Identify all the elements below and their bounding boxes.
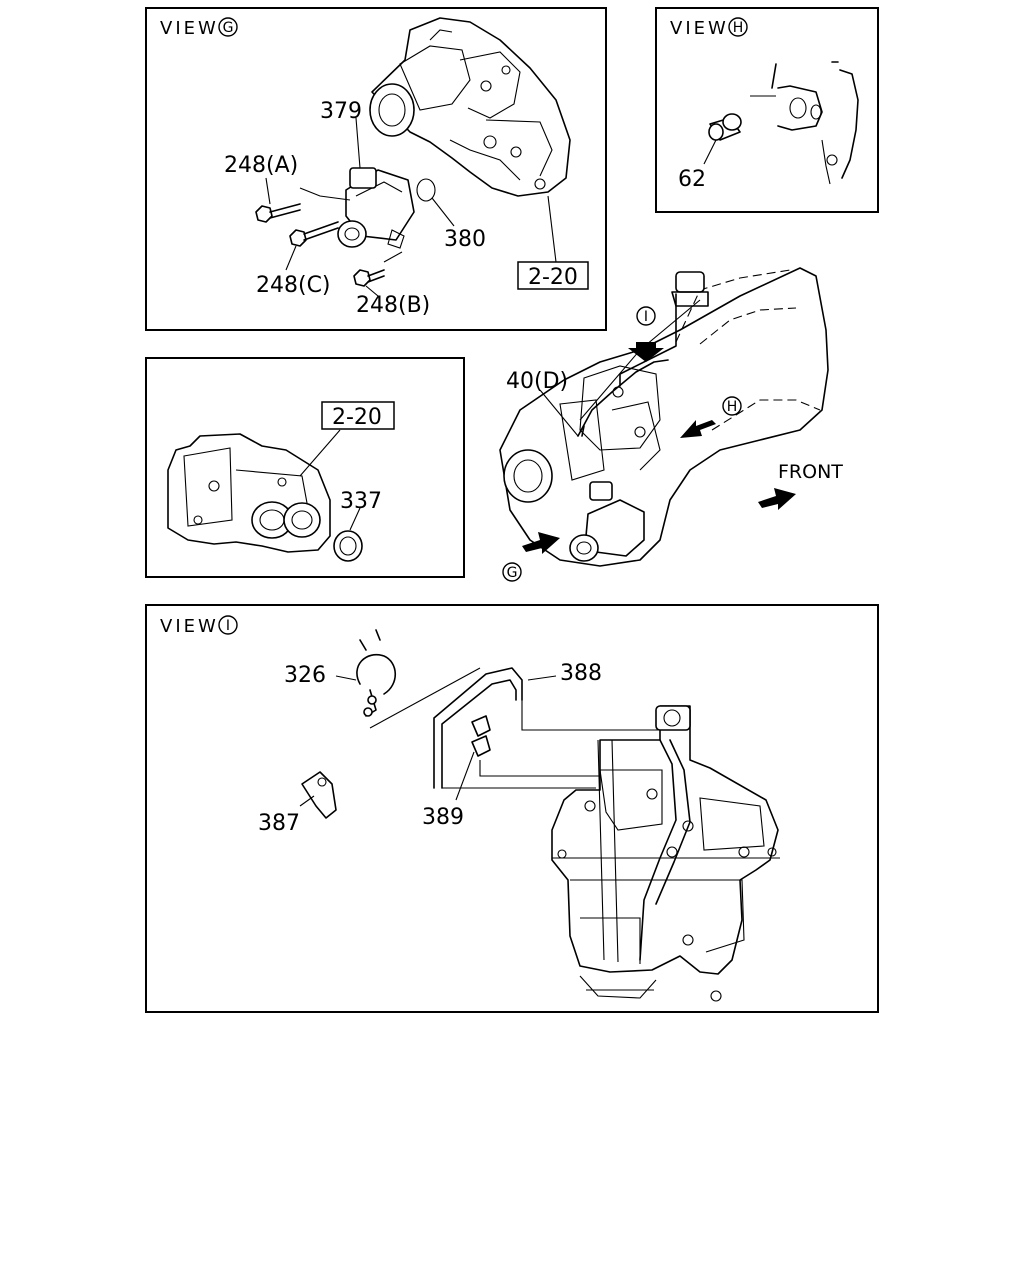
ref-box-detail xyxy=(321,401,395,430)
clamp-326 xyxy=(356,629,397,717)
overview-drawing: I H G 40(D) FRONT xyxy=(499,267,843,582)
label-326: 326 xyxy=(284,663,326,688)
view-h-marker-circle xyxy=(728,17,748,37)
label-379: 379 xyxy=(320,99,362,124)
routing-line-3 xyxy=(479,760,600,777)
leader-248b xyxy=(365,285,379,297)
view-i-title: VIEW xyxy=(160,616,219,637)
leader-248a xyxy=(265,177,271,205)
clip-389 xyxy=(471,715,491,757)
hose-388 xyxy=(433,667,523,789)
view-g-panel: VIEW G xyxy=(145,7,607,331)
leader-40d xyxy=(539,389,579,437)
marker-h-circle xyxy=(722,396,742,416)
label-40d: 40(D) xyxy=(506,369,568,394)
leader-248a-axis xyxy=(299,187,351,201)
detail-panel: 2-20 337 xyxy=(145,357,465,578)
arrow-h xyxy=(680,420,716,438)
leader-248c xyxy=(285,245,297,271)
label-387: 387 xyxy=(258,811,300,836)
breather-cap xyxy=(671,271,709,307)
view-g-title: VIEW xyxy=(160,18,219,39)
leader-379 xyxy=(355,117,361,169)
view-i-marker: I xyxy=(226,618,230,634)
arrow-front xyxy=(758,488,796,510)
actuator-motor xyxy=(337,167,415,249)
transfer-case-rear-view xyxy=(551,705,780,1002)
transfer-case-rear xyxy=(167,433,331,553)
leader-62 xyxy=(703,139,717,165)
marker-g-circle xyxy=(502,562,522,582)
view-i-panel: VIEW I 326 388 389 387 xyxy=(145,604,879,1013)
label-380: 380 xyxy=(444,227,486,252)
o-ring-380 xyxy=(416,178,436,202)
routing-line-2 xyxy=(521,700,660,731)
leader-326 xyxy=(335,675,357,681)
view-i-marker-circle xyxy=(218,615,238,635)
leader-ref-2-20 xyxy=(547,195,557,263)
leader-380 xyxy=(431,197,455,227)
leader-387 xyxy=(299,795,315,807)
arrow-i xyxy=(628,342,664,362)
bracket-387 xyxy=(301,771,337,819)
ref-box-g xyxy=(517,261,589,290)
view-h-title: VIEW xyxy=(670,18,729,39)
bolt-248a xyxy=(255,203,301,223)
marker-g: G xyxy=(507,565,518,581)
transfer-case-housing xyxy=(371,17,571,197)
view-h-marker: H xyxy=(733,20,744,36)
view-h-panel: VIEW H 62 xyxy=(655,7,879,213)
leader-388 xyxy=(527,675,557,681)
marker-i: I xyxy=(644,309,648,325)
arrow-g xyxy=(522,532,560,554)
label-62: 62 xyxy=(678,167,706,192)
routing-line-1 xyxy=(369,667,481,729)
bolt-248c xyxy=(289,221,339,247)
marker-i-circle xyxy=(636,306,656,326)
label-389: 389 xyxy=(422,805,464,830)
label-337: 337 xyxy=(340,489,382,514)
leader-ref-detail xyxy=(299,429,341,477)
label-248a: 248(A) xyxy=(224,153,298,178)
overview-output-flange xyxy=(503,449,553,503)
leader-337 xyxy=(349,507,361,531)
leader-248b-axis xyxy=(383,251,403,263)
label-388: 388 xyxy=(560,661,602,686)
leader-389 xyxy=(455,751,475,801)
view-g-marker-circle xyxy=(218,17,238,37)
ref-label-detail: 2-20 xyxy=(332,405,382,430)
bolt-248b xyxy=(353,269,385,287)
output-flange xyxy=(369,83,415,137)
label-248c: 248(C) xyxy=(256,273,331,298)
overview-actuator xyxy=(569,481,645,562)
view-g-marker: G xyxy=(223,20,234,36)
plug-62 xyxy=(708,113,742,141)
label-front: FRONT xyxy=(778,461,843,483)
label-248b: 248(B) xyxy=(356,293,430,318)
housing-section-h xyxy=(750,61,859,185)
oil-seal-337 xyxy=(333,530,363,562)
ref-label-g: 2-20 xyxy=(528,265,578,290)
marker-h: H xyxy=(727,399,738,415)
